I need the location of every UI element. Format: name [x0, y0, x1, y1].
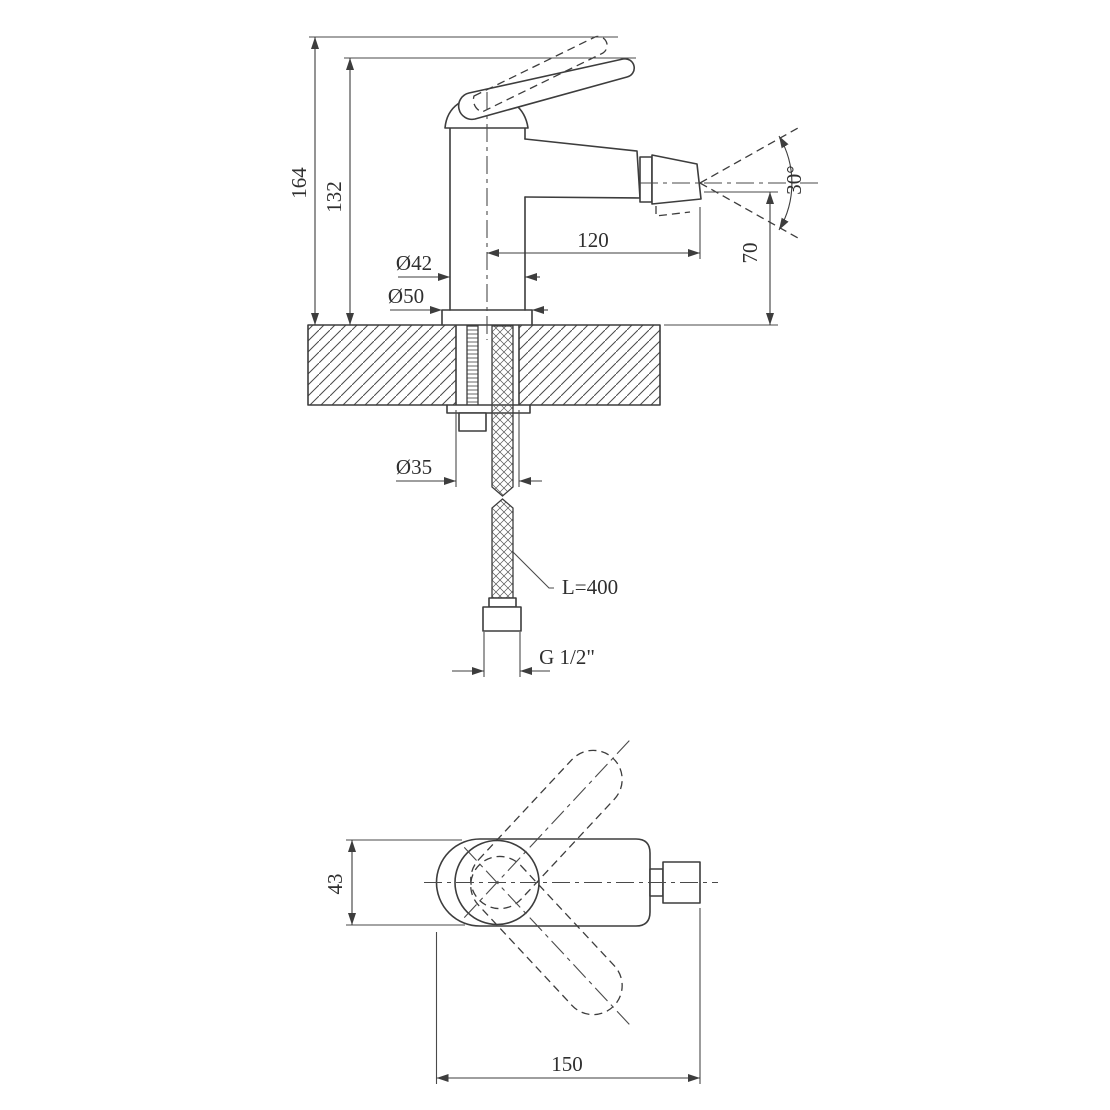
countertop-hatch-right: [519, 325, 660, 405]
front-view: 164 132 120 70 30° Ø42 Ø50 Ø35 L=400 G 1…: [287, 35, 820, 677]
hose-lower-segment: [491, 498, 514, 599]
label-spray-angle: 30°: [782, 165, 806, 194]
spout-outline: [524, 138, 641, 199]
handle-lever: [457, 57, 636, 121]
aerator-hidden-line: [655, 206, 691, 217]
hose-collar: [488, 597, 517, 608]
label-body-diameter: Ø42: [396, 251, 432, 275]
label-body-height: 132: [322, 181, 346, 213]
label-thread-size: G 1/2": [539, 645, 595, 669]
spout: [524, 138, 702, 217]
hose-upper-segment: [491, 325, 514, 497]
mounting-washer: [446, 404, 531, 414]
hose-end-nut: [482, 606, 522, 632]
label-hose-length: L=400: [562, 575, 618, 599]
label-outlet-height: 70: [738, 243, 762, 264]
mounting-hardware: [446, 325, 531, 432]
hose-length-leader: [511, 550, 554, 589]
label-spout-reach: 120: [577, 228, 609, 252]
plan-view: 43 150: [323, 737, 718, 1084]
label-body-width: 43: [323, 874, 347, 895]
label-total-height: 164: [287, 167, 311, 199]
aerator-head: [651, 154, 702, 205]
mounting-nut: [458, 412, 487, 432]
aerator-collar: [639, 156, 653, 203]
plan-upper-axis-centerline: [463, 737, 633, 918]
label-base-diameter: Ø50: [388, 284, 424, 308]
extension-lines-front: [309, 36, 778, 677]
extension-lines-plan: [346, 839, 701, 1084]
countertop-section: [307, 324, 661, 406]
dimension-lines-front: [311, 37, 774, 675]
countertop-hatch-left: [308, 325, 456, 405]
plan-lever-ghost-lower: [470, 855, 623, 1016]
handle-lever-raised-ghost: [472, 35, 608, 113]
label-total-length: 150: [551, 1052, 583, 1076]
label-hole-diameter: Ø35: [396, 455, 432, 479]
plan-lower-axis-centerline: [463, 847, 633, 1028]
flexible-hose: [482, 325, 522, 632]
countertop-outline: [307, 324, 661, 406]
body-sides: [449, 127, 526, 311]
plan-lever-ghost-upper: [470, 749, 623, 910]
